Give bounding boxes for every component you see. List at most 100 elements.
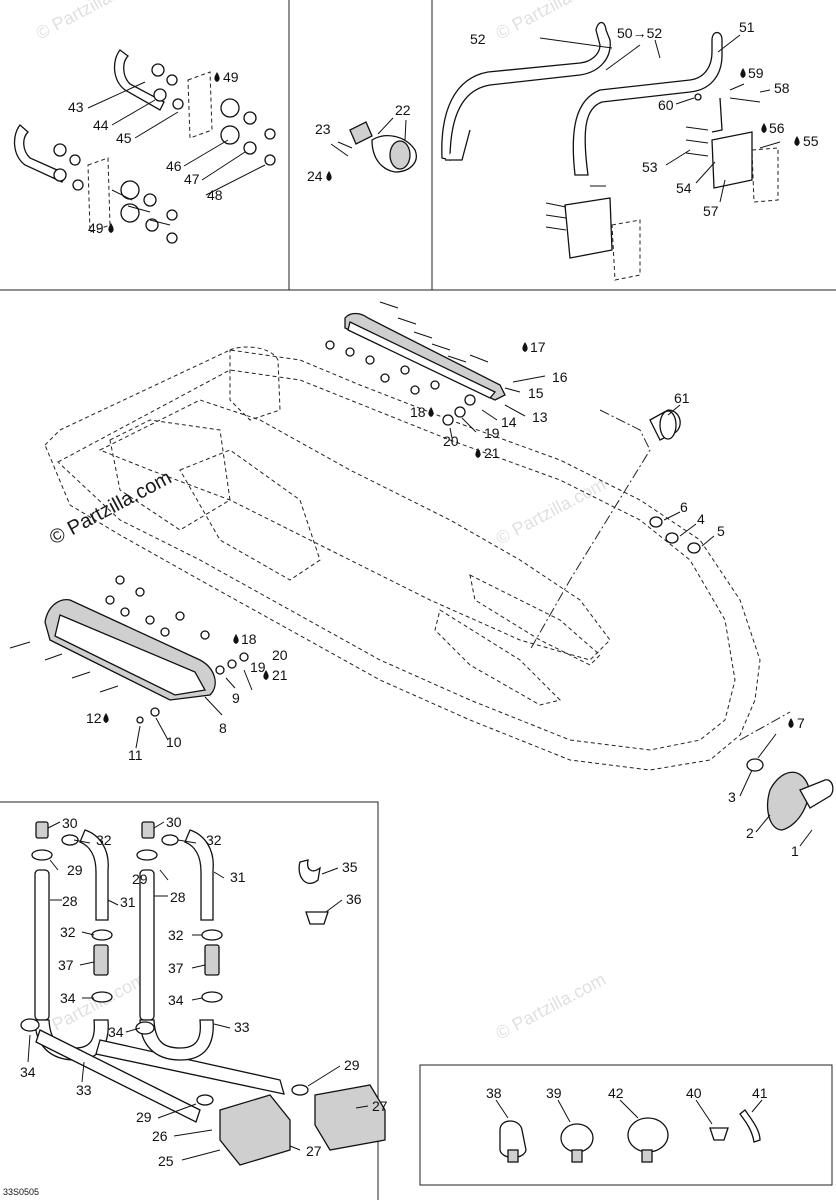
hose-assembly-group [20,821,386,1166]
callout-label-14: 14 [501,414,517,430]
callout-label-34: 34 [20,1064,36,1080]
drop-icon-group [103,68,800,728]
callout-label-53: 53 [642,159,658,175]
callout-label-60: 60 [658,97,674,113]
callout-label-32: 32 [60,924,76,940]
callout-label-26: 26 [152,1128,168,1144]
callout-label-47: 47 [184,171,200,187]
drop-icon [428,407,434,417]
drop-icon [326,171,332,181]
callout-label-49: 49 [223,69,239,85]
callout-label-58: 58 [774,80,790,96]
callout-label-10: 10 [166,734,182,750]
callout-label-3: 3 [728,789,736,805]
callout-labels: 43 44 45 46 47 48 49 49 22 23 24 52 50→5… [3,19,819,1197]
drop-icon [794,136,800,146]
callout-label-16: 16 [552,369,568,385]
bow-cleat-group [739,733,834,847]
drop-icon [788,718,794,728]
callout-label-45: 45 [116,130,132,146]
callout-label-29: 29 [132,871,148,887]
callout-label-61: 61 [674,390,690,406]
callout-label-46: 46 [166,158,182,174]
clamp-set [20,821,309,1106]
callout-label-6: 6 [680,499,688,515]
callout-label-59: 59 [748,65,764,81]
callout-label-34: 34 [108,1024,124,1040]
drop-icon [263,670,269,680]
hull-assembly [44,346,791,771]
callout-label-19: 19 [250,659,266,675]
drop-icon [233,634,239,644]
callout-label-40: 40 [686,1085,702,1101]
drop-icon [761,123,767,133]
callout-label-23: 23 [315,121,331,137]
callout-label-30: 30 [166,814,182,830]
callout-label-25: 25 [158,1153,174,1169]
callout-label-29: 29 [67,862,83,878]
callout-label-57: 57 [703,203,719,219]
callout-label-37: 37 [58,957,74,973]
callout-label-42: 42 [608,1085,624,1101]
callout-label-49: 49 [88,220,104,236]
callout-label-54: 54 [676,180,692,196]
washer-nut-stack [53,63,276,244]
callout-label-41: 41 [752,1085,768,1101]
callout-label-48: 48 [207,187,223,203]
callout-label-5: 5 [717,523,725,539]
clamp-kit-group [495,1099,763,1163]
callout-label-17: 17 [530,339,546,355]
watermark: © Partzilla.com [32,0,148,44]
watermark: © Partzilla.com [492,474,608,549]
callout-label-1: 1 [791,843,799,859]
callout-label-38: 38 [486,1085,502,1101]
callout-label-29: 29 [344,1057,360,1073]
callout-label-22: 22 [395,102,411,118]
callout-label-34: 34 [60,990,76,1006]
callout-label-32: 32 [206,832,222,848]
callout-label-28: 28 [62,893,78,909]
callout-label-44: 44 [93,117,109,133]
callout-label-34: 34 [168,992,184,1008]
bolt-row [325,301,489,426]
watermark-group: © Partzilla.com © Partzilla.com © Partzi… [32,0,608,1044]
callout-label-12: 12 [86,710,102,726]
callout-label-18: 18 [241,631,257,647]
callout-label-43: 43 [68,99,84,115]
callout-label-20: 20 [272,647,288,663]
callout-label-9: 9 [232,690,240,706]
callout-label-52: 52 [470,31,486,47]
callout-label-30: 30 [62,815,78,831]
right-sponson-group [325,301,546,439]
callout-label-32: 32 [168,927,184,943]
callout-label-51: 51 [739,19,755,35]
watermark: © Partzilla.com [492,969,608,1044]
callout-label-18: 18 [410,404,426,420]
callout-label-28: 28 [170,889,186,905]
boarding-handles-group [441,21,781,281]
callout-label-27: 27 [306,1143,322,1159]
callout-label-20: 20 [443,433,459,449]
callout-label-37: 37 [168,960,184,976]
callout-label-4: 4 [697,511,705,527]
left-sponson-group [9,575,253,749]
vent-plug-group [330,117,417,173]
watermark: © Partzilla.com [46,467,175,550]
callout-label-27: 27 [372,1098,388,1114]
drop-icon [475,448,481,458]
callout-label-33: 33 [234,1019,250,1035]
callout-label-24: 24 [307,168,323,184]
callout-label-56: 56 [769,120,785,136]
callout-label-36: 36 [346,891,362,907]
callout-label-2: 2 [746,825,754,841]
callout-label-11: 11 [128,747,143,763]
callout-label-33: 33 [76,1082,92,1098]
callout-label-7: 7 [797,715,805,731]
callout-label-31: 31 [230,869,246,885]
callout-label-31: 31 [120,894,136,910]
watermark: © Partzilla.com [492,0,608,44]
callout-label-19: 19 [484,425,500,441]
drawing-code: 33S0505 [3,1187,39,1197]
